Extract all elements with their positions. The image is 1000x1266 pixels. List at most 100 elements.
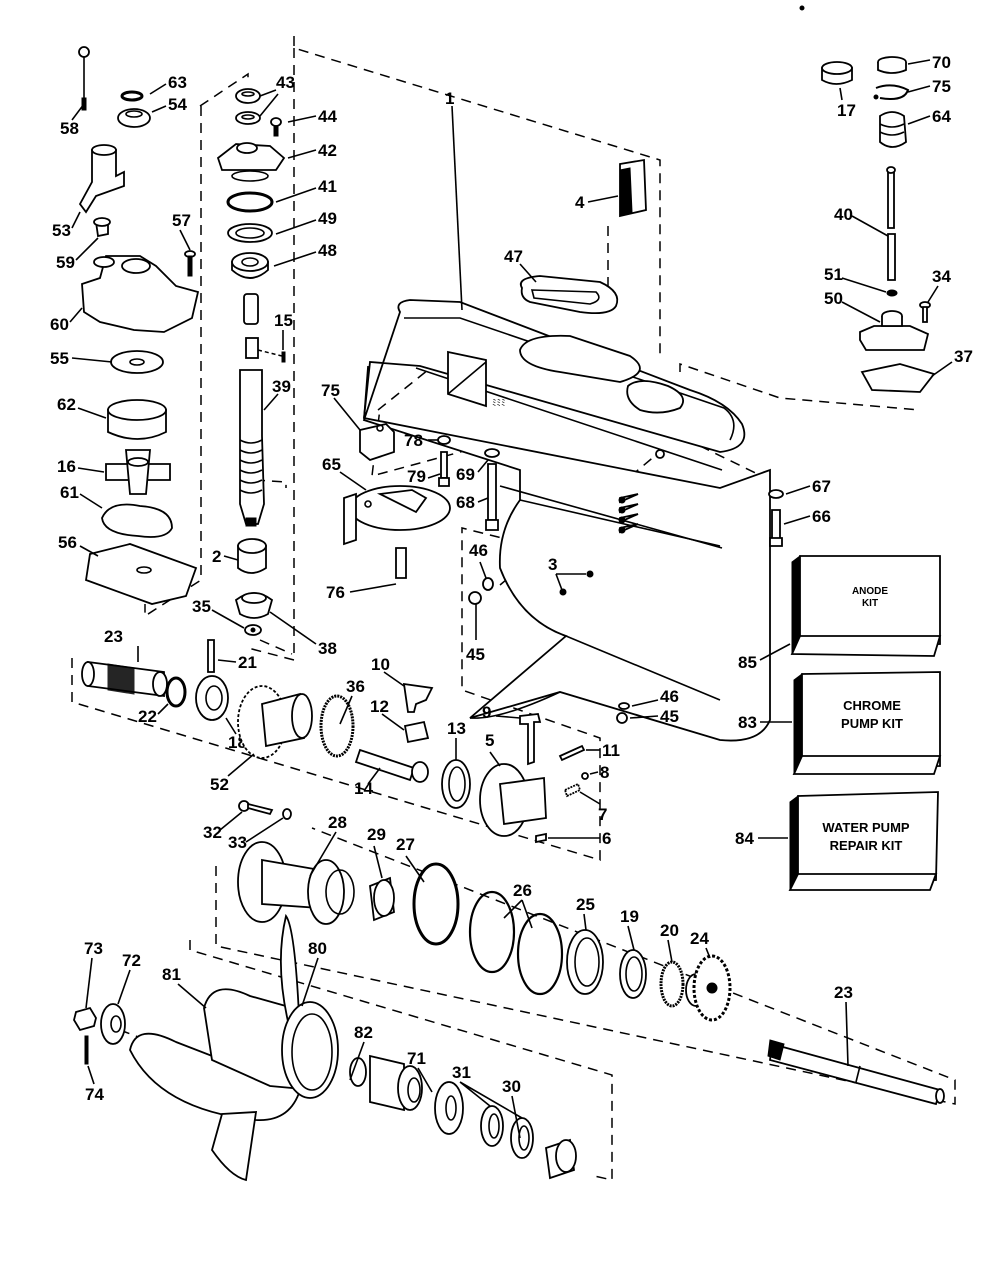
part-18-clutch-dog[interactable]	[195, 675, 229, 721]
part-22-o-ring[interactable]	[165, 676, 187, 708]
part-61-gasket[interactable]	[101, 503, 173, 538]
anode-kit-box[interactable]: ANODE KIT	[790, 555, 942, 657]
part-45b-screw[interactable]	[616, 712, 628, 724]
part-33-washer[interactable]	[282, 808, 292, 820]
part-40-shift-rod[interactable]	[886, 166, 896, 281]
part-56-impeller-plate[interactable]	[84, 543, 198, 605]
part-82-thrust-hub[interactable]	[349, 1054, 423, 1112]
part-8-ball[interactable]	[581, 772, 589, 780]
part-24-reverse-gear[interactable]	[685, 954, 732, 1022]
part-57-screw[interactable]	[184, 250, 196, 277]
part-35-nut[interactable]	[244, 624, 262, 636]
part-70-cap[interactable]	[877, 56, 907, 74]
part-37-gasket[interactable]	[860, 363, 936, 393]
part-4-water-screen[interactable]	[619, 158, 647, 218]
part-31-seals[interactable]	[480, 1105, 534, 1159]
part-19-thrust-washer[interactable]	[619, 949, 647, 999]
part-14-shift-shaft[interactable]	[354, 748, 429, 783]
part-78-washer[interactable]	[437, 435, 451, 445]
part-23-propshaft-front[interactable]	[81, 660, 168, 698]
part-79-screw[interactable]	[438, 451, 450, 487]
part-75-clip[interactable]	[873, 84, 910, 100]
part-42-bearing-housing[interactable]	[216, 142, 286, 182]
part-38-pinion-gear[interactable]	[234, 592, 274, 619]
part-2-needle-bearing[interactable]	[237, 538, 267, 574]
part-58-stud[interactable]	[78, 46, 90, 111]
part-26-retaining-rings[interactable]	[468, 890, 564, 996]
part-62-pump-liner[interactable]	[107, 399, 167, 440]
callout-76: 76	[326, 583, 345, 602]
part-54-seal[interactable]	[117, 108, 151, 128]
part-20-thrust-bearing[interactable]	[659, 960, 685, 1008]
part-11-pin[interactable]	[558, 744, 586, 762]
part-17-bushing[interactable]	[821, 61, 853, 85]
chrome-pump-kit-box[interactable]: CHROME PUMP KIT	[792, 671, 942, 775]
assembly-guide-lines	[71, 36, 956, 1181]
part-46-washer[interactable]	[482, 577, 494, 591]
part-6-pin[interactable]	[535, 832, 547, 844]
callout-37: 37	[954, 347, 973, 366]
part-28-bearing-housing[interactable]	[237, 841, 355, 925]
part-47-gasket[interactable]	[519, 275, 619, 315]
part-29-needle-bearing[interactable]	[369, 876, 395, 922]
part-73-prop-nut[interactable]	[73, 1006, 97, 1032]
part-49-shim[interactable]	[227, 223, 273, 243]
callout-41: 41	[318, 177, 337, 196]
part-71-thrust-washer[interactable]	[434, 1081, 464, 1135]
part-50-shift-housing[interactable]	[859, 310, 930, 351]
callout-73: 73	[84, 939, 103, 958]
part-27-o-ring[interactable]	[412, 862, 460, 946]
callout-30: 30	[502, 1077, 521, 1096]
part-gearcase-housing[interactable]: ﾐﾐﾐ	[362, 299, 771, 742]
part-68-bolt[interactable]	[485, 463, 499, 531]
part-65-trim-tab[interactable]	[343, 485, 451, 546]
part-23-propeller-shaft[interactable]	[767, 1039, 945, 1106]
part-51-washer[interactable]	[886, 289, 898, 297]
part-34-screw[interactable]	[919, 301, 931, 323]
part-63-o-ring[interactable]	[120, 90, 144, 102]
part-16-impeller[interactable]	[105, 449, 171, 495]
callout-63: 63	[168, 73, 187, 92]
water-pump-repair-kit-box[interactable]: WATER PUMP REPAIR KIT	[788, 791, 939, 891]
part-39-driveshaft[interactable]	[239, 369, 265, 527]
part-52-forward-gear[interactable]	[237, 685, 313, 759]
part-75-anode-block[interactable]	[359, 423, 395, 462]
part-48-bearing[interactable]	[231, 252, 269, 279]
part-7-spring[interactable]	[563, 782, 582, 798]
part-72-spacer[interactable]	[100, 1003, 126, 1045]
part-81-propeller[interactable]	[129, 913, 339, 1182]
part-53-water-tube-grommet[interactable]	[78, 144, 125, 214]
part-45-screw[interactable]	[468, 591, 482, 605]
water-kit-line2: REPAIR KIT	[830, 838, 903, 853]
part-55-plate[interactable]	[110, 350, 164, 374]
part-60-water-pump-housing[interactable]	[81, 255, 200, 333]
part-44-screw[interactable]	[270, 117, 282, 137]
part-driveshaft-spline[interactable]	[243, 293, 259, 359]
part-41-o-ring[interactable]	[226, 191, 274, 213]
part-69-washer[interactable]	[484, 448, 500, 458]
part-13-thrust-washer[interactable]	[441, 759, 471, 809]
part-15-pin[interactable]	[281, 351, 286, 363]
part-3-nuts[interactable]	[559, 570, 594, 596]
part-46b-washer[interactable]	[618, 702, 630, 710]
part-5-reverse-gear[interactable]	[479, 763, 547, 837]
water-intake-fins	[618, 493, 639, 534]
part-64-boot[interactable]	[879, 111, 907, 148]
part-21-pin[interactable]	[207, 639, 215, 673]
callout-25: 25	[576, 895, 595, 914]
part-43-seals[interactable]	[235, 88, 261, 125]
part-59-grommet[interactable]	[93, 217, 111, 238]
part-10-shift-lever[interactable]	[402, 682, 434, 713]
part-30-needle-bearing[interactable]	[545, 1138, 577, 1180]
callout-78: 78	[404, 431, 423, 450]
part-66-bolt[interactable]	[769, 509, 783, 547]
callout-62: 62	[57, 395, 76, 414]
part-9-detent[interactable]	[519, 713, 542, 766]
part-67-washer[interactable]	[768, 489, 784, 499]
part-74-cotter-pin[interactable]	[84, 1035, 89, 1065]
part-76-screw[interactable]	[395, 547, 407, 579]
part-12-cradle[interactable]	[403, 720, 430, 744]
part-25-retainer-plate[interactable]	[566, 929, 604, 995]
callout-1: 1	[445, 89, 454, 108]
part-32-screw[interactable]	[238, 800, 274, 816]
